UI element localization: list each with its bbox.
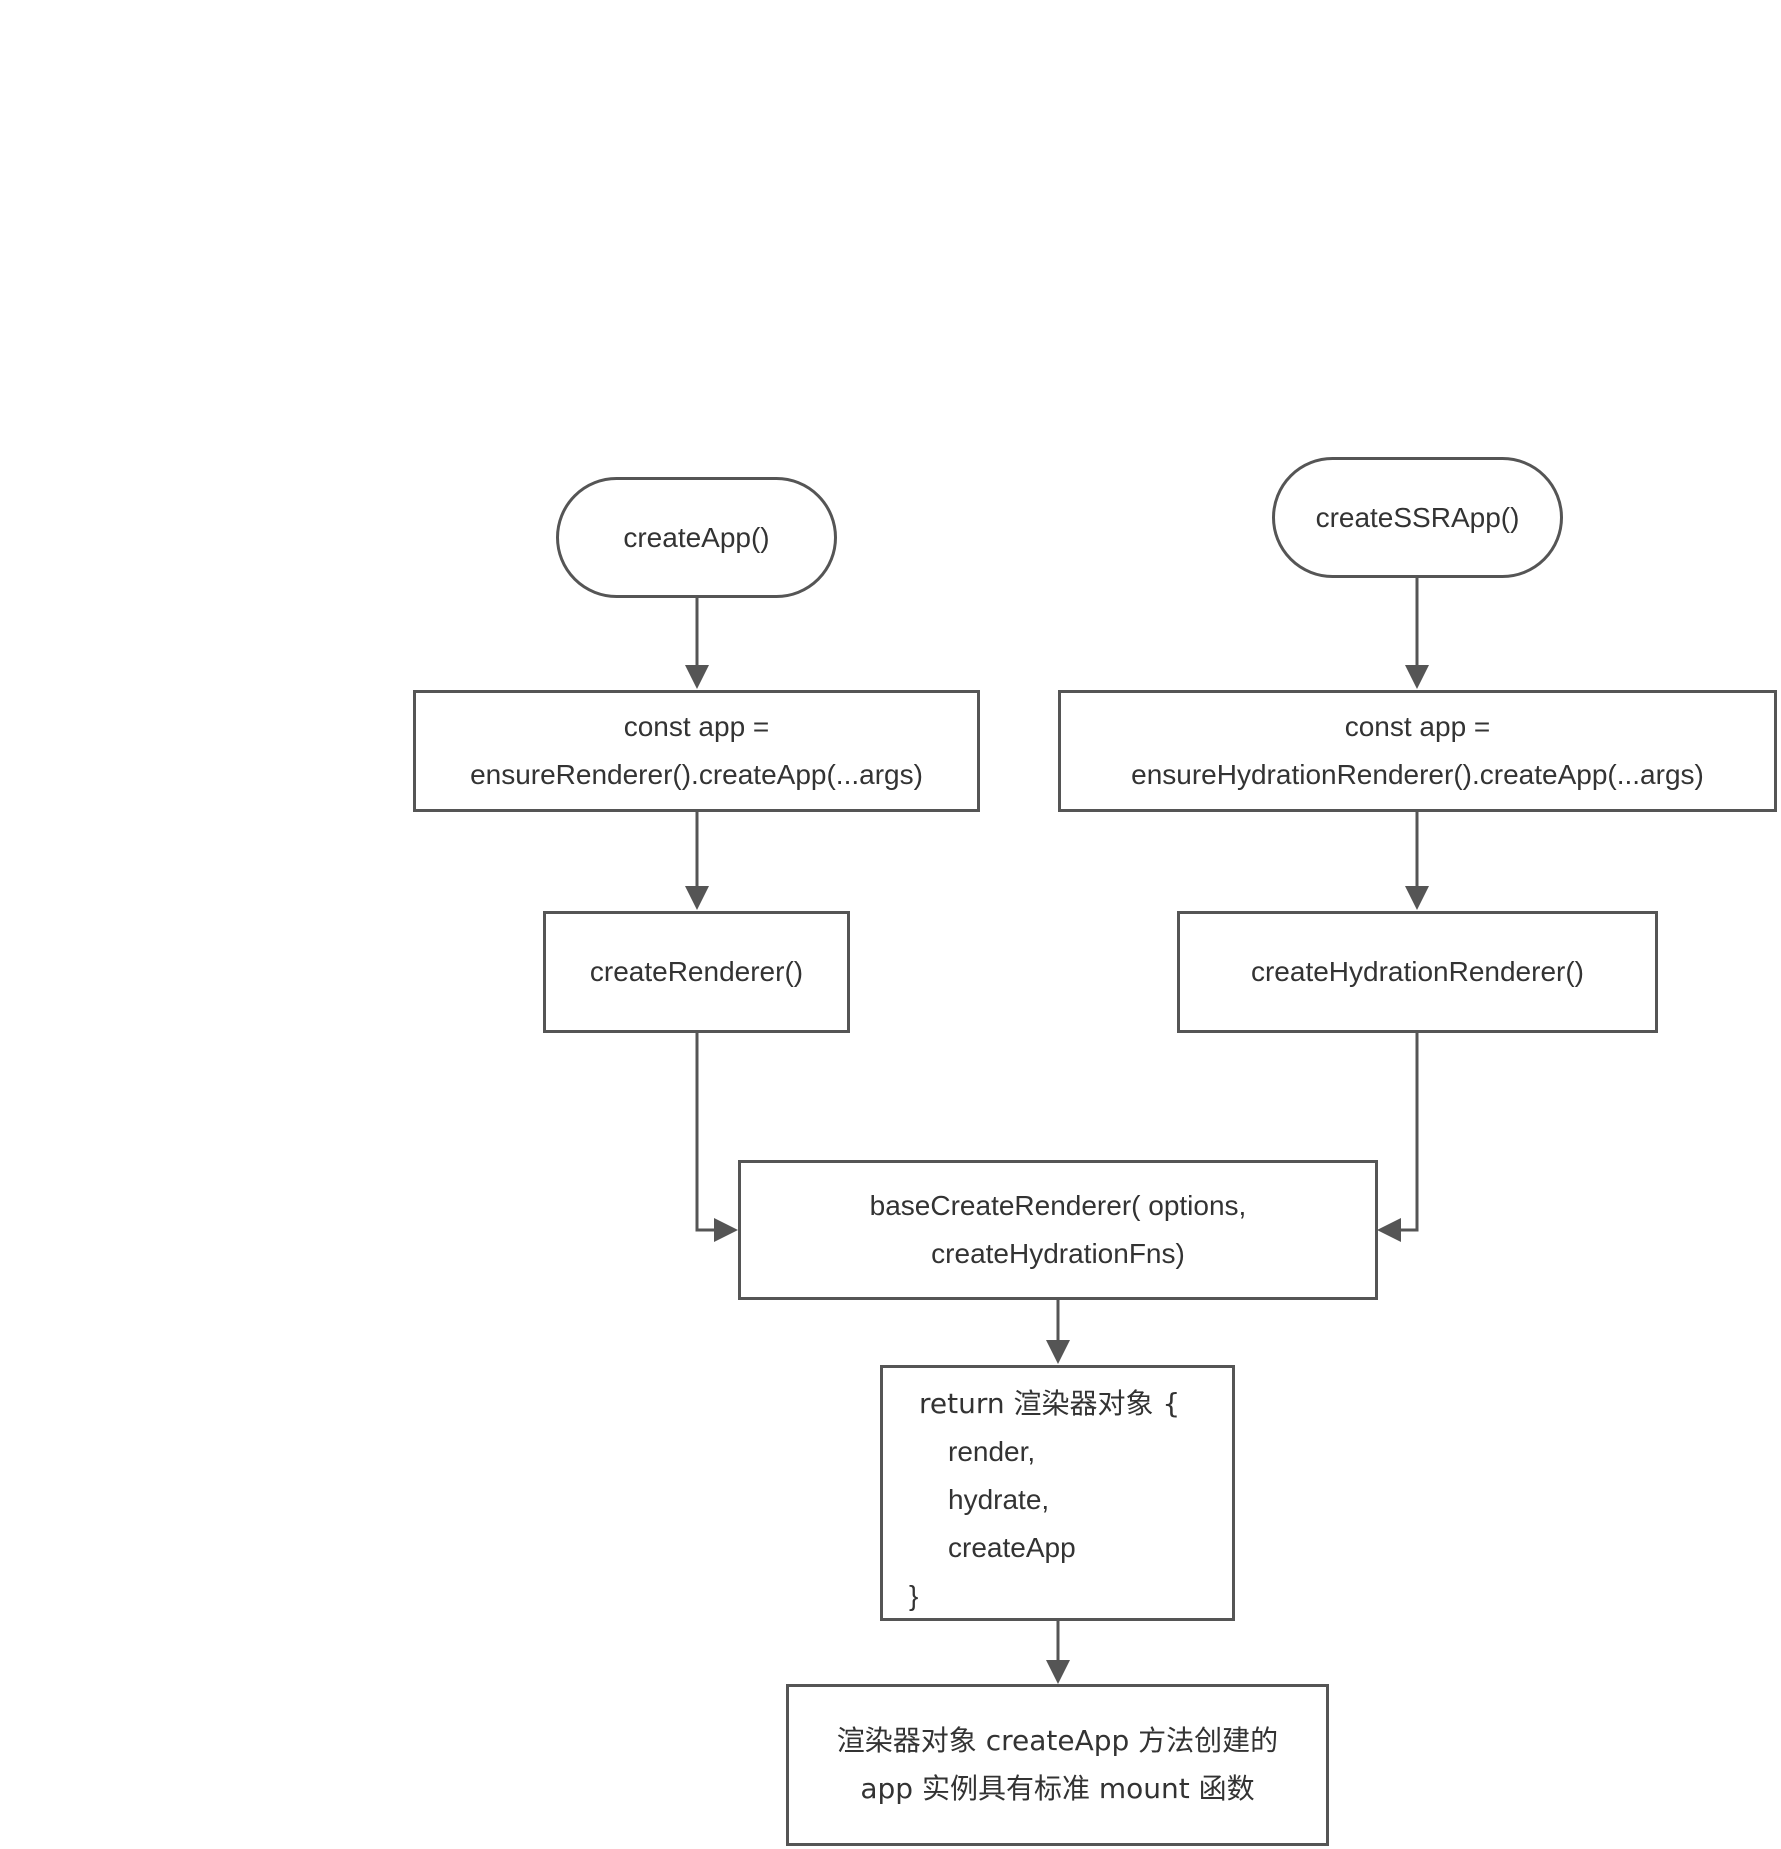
ensure-renderer-node: const app = ensureRenderer().createApp(.… (413, 690, 980, 812)
base-create-renderer-line-1: baseCreateRenderer( options, (869, 1190, 1247, 1221)
create-ssr-app-node: createSSRApp() (1272, 457, 1563, 578)
ensure-hydration-renderer-node: const app = ensureHydrationRenderer().cr… (1058, 690, 1777, 812)
arrow-create-hydration-renderer-to-base-create-renderer (1377, 1032, 1419, 1242)
ensure-renderer-line-2: ensureRenderer().createApp(...args) (470, 759, 923, 790)
ensure-hydration-renderer-line-2: ensureHydrationRenderer().createApp(...a… (1131, 759, 1704, 790)
create-hydration-renderer-label: createHydrationRenderer() (1250, 956, 1585, 987)
base-create-renderer-node: baseCreateRenderer( options, createHydra… (738, 1160, 1378, 1300)
renderer-object-line-3: hydrate, (948, 1484, 1050, 1515)
renderer-object-line-4: createApp (948, 1532, 1076, 1563)
app-instance-line-2: app 实例具有标准 mount 函数 (860, 1772, 1255, 1805)
create-app-node: createApp() (556, 477, 837, 598)
renderer-object-line-1: return 渲染器对象 { (919, 1387, 1181, 1420)
ensure-renderer-line-1: const app = (623, 711, 770, 742)
create-ssr-app-label: createSSRApp() (1315, 501, 1520, 533)
renderer-object-line-5: } (909, 1580, 919, 1611)
create-renderer-label: createRenderer() (589, 956, 804, 987)
app-instance-node: 渲染器对象 createApp 方法创建的 app 实例具有标准 mount 函… (786, 1684, 1329, 1846)
renderer-object-node: return 渲染器对象 { render, hydrate, createAp… (880, 1365, 1235, 1621)
ensure-hydration-renderer-line-1: const app = (1344, 711, 1491, 742)
arrow-create-renderer-to-base-create-renderer (695, 1032, 738, 1242)
create-renderer-node: createRenderer() (543, 911, 850, 1033)
renderer-object-line-2: render, (948, 1436, 1036, 1467)
app-instance-line-1: 渲染器对象 createApp 方法创建的 (836, 1724, 1279, 1757)
create-app-label: createApp() (623, 521, 770, 553)
create-hydration-renderer-node: createHydrationRenderer() (1177, 911, 1658, 1033)
base-create-renderer-line-2: createHydrationFns) (931, 1238, 1185, 1269)
